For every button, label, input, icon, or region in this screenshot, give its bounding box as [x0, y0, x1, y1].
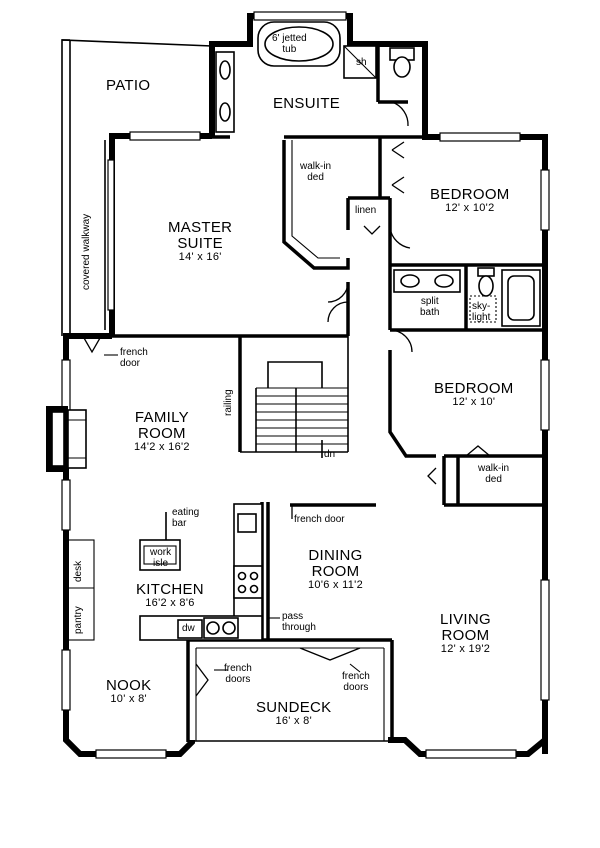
- sundeck-dim: 16' x 8': [275, 714, 313, 727]
- jetted-tub-label: 6' jetted tub: [272, 33, 307, 55]
- walkin-closet-2-label: walk-in ded: [478, 463, 510, 485]
- master-suite-label: MASTER SUITE 14' x 16': [168, 220, 232, 263]
- pass-through-label: pass through: [282, 611, 316, 633]
- kitchen-label: KITCHEN 16'2 x 8'6: [136, 582, 204, 609]
- work-isle-text-b: isle: [153, 557, 169, 569]
- nook-dim: 10' x 8': [110, 692, 147, 705]
- family-room-name-1: FAMILY: [134, 409, 189, 426]
- walkin-closet-2-text-b: ded: [485, 473, 502, 485]
- stair-down-label: dn: [324, 449, 336, 460]
- dishwasher-label: dw: [182, 623, 195, 634]
- covered-walkway-label: covered walkway: [81, 213, 92, 290]
- family-room-label: FAMILY ROOM 14'2 x 16'2: [134, 410, 190, 453]
- bedroom-1-label: BEDROOM 12' x 10'2: [430, 187, 510, 214]
- family-room-dim: 14'2 x 16'2: [134, 440, 190, 453]
- master-suite-dim: 14' x 16': [178, 250, 222, 263]
- living-room-name-1: LIVING: [440, 611, 491, 628]
- kitchen-counters: [65, 503, 263, 641]
- eating-bar-text-b: bar: [172, 517, 187, 529]
- staircase: [240, 336, 349, 458]
- pantry-label: pantry: [73, 606, 84, 634]
- nook-label: NOOK 10' x 8': [106, 678, 151, 705]
- dining-room-name-1: DINING: [308, 547, 363, 564]
- walkin-closet-1-label: walk-in ded: [300, 161, 332, 183]
- bath-fixtures: [393, 267, 541, 327]
- sundeck-label: SUNDECK 16' x 8': [256, 700, 331, 727]
- jetted-tub-text-2: tub: [282, 43, 297, 55]
- french-door-family-text-b: door: [120, 357, 141, 369]
- ensuite-label: ENSUITE: [273, 95, 341, 112]
- living-room-dim: 12' x 19'2: [440, 642, 491, 655]
- jetted-tub-text-1: 6' jetted: [272, 33, 307, 44]
- pass-through-text-a: pass: [282, 611, 304, 622]
- eating-bar-label: eating bar: [172, 507, 200, 529]
- french-doors-nook-text-a: french: [224, 663, 252, 674]
- skylight-label: sky- light: [472, 301, 491, 323]
- french-doors-nook-text-b: doors: [225, 673, 251, 685]
- french-door-dining-label: french door: [294, 514, 345, 525]
- french-doors-living-text-b: doors: [343, 681, 369, 693]
- pointer-arrows: [104, 354, 361, 673]
- french-door-family-text-a: french: [120, 347, 148, 358]
- dining-room-name-2: ROOM: [311, 562, 360, 580]
- fireplace: [46, 406, 87, 472]
- walkin-closet-1-text-b: ded: [307, 171, 324, 183]
- kitchen-dim: 16'2 x 8'6: [145, 596, 195, 609]
- french-doors-living-text-a: french: [342, 671, 370, 682]
- family-room-name-2: ROOM: [137, 424, 186, 442]
- ensuite-fixtures: [215, 21, 415, 133]
- bedroom-2-dim: 12' x 10': [452, 395, 496, 408]
- bedroom-2-label: BEDROOM 12' x 10': [434, 381, 514, 408]
- shower-label: sh: [356, 57, 367, 68]
- bedroom-1-dim: 12' x 10'2: [445, 201, 495, 214]
- french-doors-nook-label: french doors: [224, 663, 252, 685]
- split-bath-text-b: bath: [420, 306, 440, 318]
- work-isle-label: work isle: [150, 547, 172, 569]
- railing-label: railing: [223, 389, 234, 416]
- dining-room-label: DINING ROOM 10'6 x 11'2: [308, 548, 363, 591]
- master-suite-name-2: SUITE: [177, 234, 223, 252]
- windows: [61, 11, 550, 759]
- sundeck-name: SUNDECK: [256, 699, 332, 716]
- linen-label: linen: [355, 205, 377, 216]
- pass-through-text-b: through: [282, 621, 316, 633]
- living-room-label: LIVING ROOM 12' x 19'2: [440, 612, 491, 655]
- eating-bar-text-a: eating: [172, 507, 200, 518]
- nook-name: NOOK: [106, 677, 152, 694]
- bedroom-2-name: BEDROOM: [434, 380, 514, 397]
- interior-walls: [112, 44, 545, 742]
- kitchen-name: KITCHEN: [136, 581, 204, 598]
- skylight-text-b: light: [472, 311, 491, 323]
- walkin-closet-1-text-a: walk-in: [300, 161, 332, 172]
- walkin-closet-2-text-a: walk-in: [478, 463, 510, 474]
- french-doors-living-label: french doors: [342, 671, 370, 693]
- split-bath-label: split bath: [420, 296, 440, 318]
- dining-room-dim: 10'6 x 11'2: [308, 578, 364, 591]
- french-door-family-label: french door: [120, 347, 148, 369]
- skylight-text-a: sky-: [472, 301, 491, 312]
- living-room-name-2: ROOM: [441, 626, 490, 644]
- patio-label: PATIO: [106, 77, 151, 94]
- bedroom-1-name: BEDROOM: [430, 186, 510, 203]
- split-bath-text-a: split: [420, 296, 439, 307]
- work-isle-text-a: work: [150, 547, 172, 558]
- desk-label: desk: [73, 560, 84, 582]
- doors: [82, 101, 491, 697]
- master-suite-name-1: MASTER: [168, 219, 233, 236]
